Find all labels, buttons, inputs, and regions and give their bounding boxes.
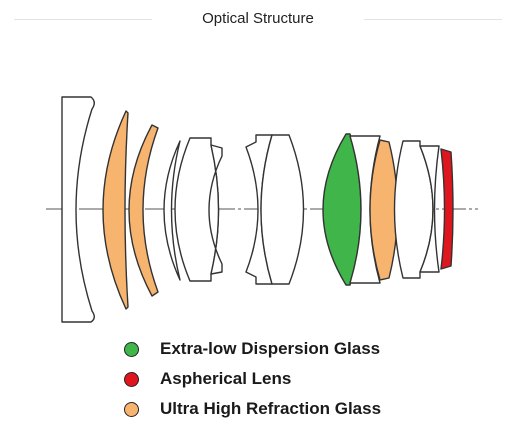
- legend-label: Extra-low Dispersion Glass: [160, 339, 381, 358]
- header-rule-left: [14, 19, 152, 20]
- lens-element-3: [128, 124, 159, 297]
- section-header: Optical Structure: [0, 0, 516, 40]
- lens-element-1: [61, 96, 95, 323]
- lens-element-4: [163, 140, 181, 281]
- legend-label: Ultra High Refraction Glass: [160, 399, 382, 418]
- lens-element-6: [208, 144, 223, 275]
- lens-element-14: [440, 148, 454, 270]
- lens-element-2: [102, 110, 129, 310]
- aspherical-swatch: [124, 372, 139, 387]
- header-rule-right: [364, 19, 502, 20]
- page-title: Optical Structure: [202, 10, 314, 27]
- ed-glass-swatch: [124, 342, 139, 357]
- lens-element-13: [419, 145, 440, 273]
- uhr-glass-swatch: [124, 402, 139, 417]
- lens-element-11: [369, 139, 399, 281]
- lens-element-8: [260, 134, 305, 285]
- legend-label: Aspherical Lens: [160, 369, 292, 388]
